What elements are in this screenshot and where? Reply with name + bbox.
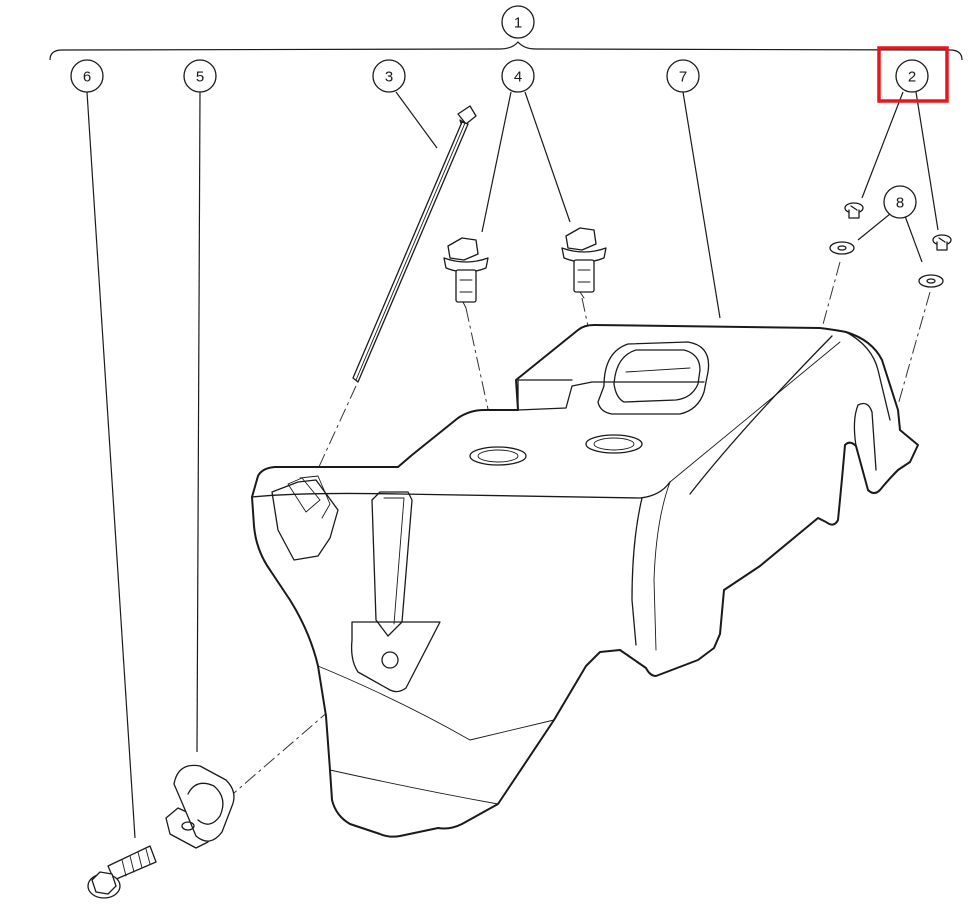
console-cover: [251, 324, 919, 838]
callout-label: 5: [196, 69, 204, 86]
assembly-bracket: [49, 41, 963, 61]
callout-label: 8: [896, 195, 904, 212]
callout-circle: [883, 185, 917, 219]
callout-circle: [501, 59, 535, 93]
small-screw-left: [844, 202, 864, 219]
callout-label: 3: [385, 69, 393, 86]
callout-circle: [70, 59, 104, 93]
callout-3: 3: [372, 59, 406, 93]
callout-label: 6: [83, 69, 91, 86]
callout-group: 1 6 5 3 4 7 2 8: [70, 5, 929, 219]
callout-circle: [183, 59, 217, 93]
callout-5: 5: [183, 59, 217, 93]
cable-clamp: [165, 764, 235, 849]
callout-label: 4: [514, 69, 522, 86]
callout-7: 7: [666, 59, 700, 93]
callout-circle: [372, 59, 406, 93]
cable-tie: [352, 105, 477, 383]
screw-left: [443, 237, 489, 309]
leader-lines: [86, 91, 939, 839]
callout-1: 1: [501, 5, 535, 39]
small-screw-right: [932, 234, 952, 251]
washer-left: [829, 241, 855, 255]
flange-bolt: [87, 845, 157, 899]
callout-label: 1: [514, 15, 522, 32]
highlight-box: [877, 46, 949, 103]
callout-circle: [666, 59, 700, 93]
callout-8: 8: [883, 185, 917, 219]
callout-4: 4: [501, 59, 535, 93]
callout-label: 7: [679, 69, 687, 86]
callout-6: 6: [70, 59, 104, 93]
screw-right: [561, 227, 607, 299]
callout-circle: [501, 5, 535, 39]
callout-label: 2: [908, 69, 916, 86]
washer-right: [918, 274, 944, 288]
callout-2: 2: [895, 59, 929, 93]
callout-circle: [895, 59, 929, 93]
